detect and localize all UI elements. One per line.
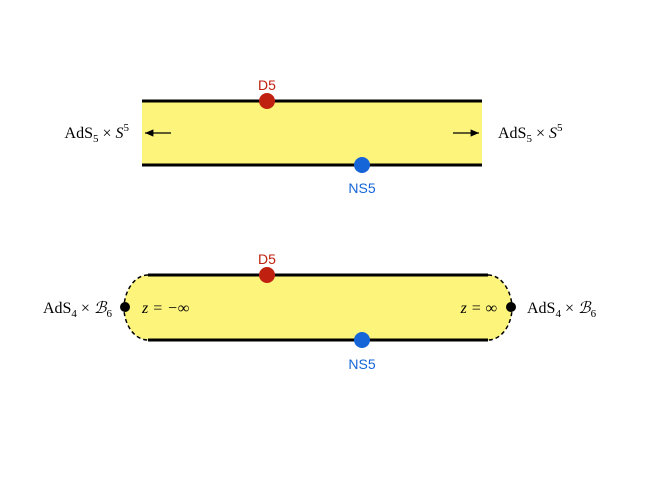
top-ns5-label: NS5 <box>348 180 375 196</box>
bottom-d5-label: D5 <box>258 251 276 267</box>
bottom-diagram: D5 NS5 z = −∞ z = ∞ AdS4 × ℬ6 AdS4 × ℬ6 <box>43 251 597 372</box>
bottom-ns5-dot <box>354 332 370 348</box>
top-ns5-dot <box>354 157 370 173</box>
top-d5-label: D5 <box>258 77 276 93</box>
top-diagram: D5 NS5 AdS5 × S5 AdS5 × S5 <box>65 77 563 196</box>
bottom-right-end-dot <box>506 302 516 312</box>
bottom-left-asymptotic-label: AdS4 × ℬ6 <box>43 300 113 320</box>
top-left-asymptotic-label: AdS5 × S5 <box>65 122 130 145</box>
bottom-left-end-dot <box>120 302 130 312</box>
bottom-right-asymptotic-label: AdS4 × ℬ6 <box>527 300 597 320</box>
top-d5-dot <box>259 93 275 109</box>
bottom-left-end-label: z = −∞ <box>141 300 189 317</box>
bottom-strip <box>124 275 512 340</box>
top-strip <box>142 101 482 165</box>
bottom-d5-dot <box>259 267 275 283</box>
bottom-right-end-label: z = ∞ <box>460 300 497 317</box>
top-right-asymptotic-label: AdS5 × S5 <box>498 122 563 145</box>
bottom-ns5-label: NS5 <box>348 356 375 372</box>
